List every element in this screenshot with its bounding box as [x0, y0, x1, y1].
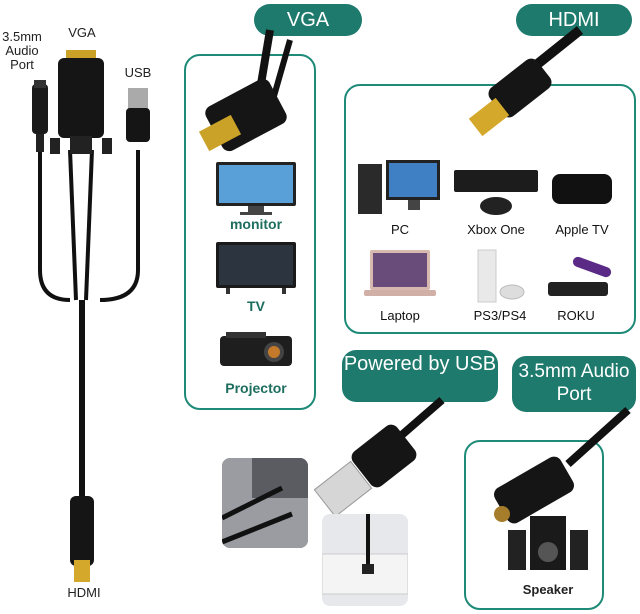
monitor-icon	[216, 162, 296, 215]
audio-port-label: 3.5mm Audio Port	[2, 29, 42, 72]
projector-label: Projector	[225, 380, 287, 396]
vga-pill: VGA	[254, 4, 362, 36]
power-strip-photo	[322, 514, 408, 606]
hdmi-pill: HDMI	[516, 4, 632, 36]
usb-connector-icon	[313, 396, 445, 518]
vga-label: VGA	[68, 25, 96, 40]
xbox-label: Xbox One	[467, 222, 525, 237]
audio-jack-icon	[494, 407, 631, 524]
speaker-label: Speaker	[522, 582, 574, 597]
roku-label: ROKU	[557, 308, 595, 323]
ps-icon	[477, 249, 525, 303]
pc-icon	[358, 160, 440, 214]
apple-tv-icon	[552, 174, 612, 204]
usb-pill: Powered by USB	[342, 350, 498, 402]
power-strip-drawing	[322, 514, 408, 595]
laptop-label: Laptop	[380, 308, 420, 323]
audio-pill: 3.5mm Audio Port	[512, 356, 636, 412]
laptop-icon	[364, 250, 436, 296]
usb-label: USB	[124, 65, 152, 80]
tv-icon	[216, 242, 296, 294]
projector-icon	[220, 332, 292, 366]
laptop-usb-photo	[222, 458, 308, 548]
speaker-icon	[508, 516, 588, 570]
hdmi-bottom-label: HDMI	[67, 585, 101, 600]
xbox-icon	[454, 170, 538, 215]
tv-label: TV	[247, 298, 265, 314]
hdmi-connector-icon	[468, 26, 584, 137]
vga-connector-icon	[198, 29, 293, 152]
laptop-usb-drawing	[222, 458, 308, 548]
monitor-label: monitor	[229, 216, 283, 232]
cable-drawing	[32, 50, 150, 582]
ps-label: PS3/PS4	[473, 308, 527, 323]
roku-icon	[548, 256, 612, 296]
cable-assembly: 3.5mm Audio Port VGA USB HDMI	[0, 0, 170, 614]
apple-tv-label: Apple TV	[555, 222, 609, 237]
pc-label: PC	[390, 222, 410, 237]
